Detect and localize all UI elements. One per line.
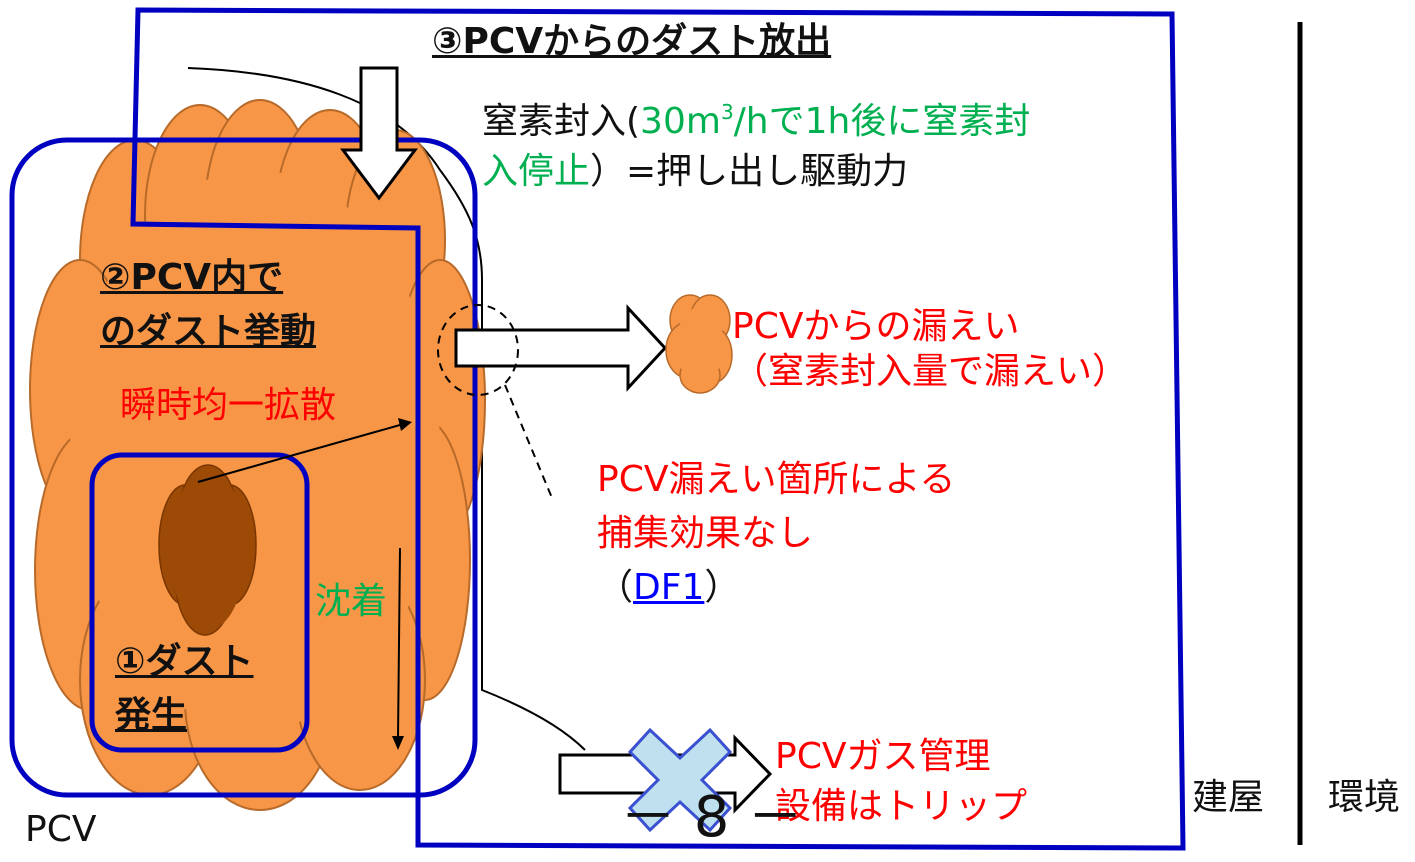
df1-link[interactable]: DF1: [633, 567, 705, 608]
stage2-title-line1: ②PCV内で: [100, 257, 284, 298]
stage3-box: [130, 7, 1186, 851]
diffusion-arrowhead: [398, 418, 412, 431]
pcv-label: PCV: [25, 809, 97, 850]
capture-label-line1: PCV漏えい箇所による: [597, 459, 956, 500]
nitrogen-text-line1: 窒素封入(30m3/hで1h後に窒素封: [482, 100, 1031, 142]
leak-point-circle: [437, 304, 519, 396]
gas-label-line1: PCVガス管理: [775, 736, 991, 777]
stage1-title-line1: ①ダスト: [115, 641, 254, 682]
deposition-label: 沈着: [315, 581, 388, 622]
page-number: － 8 －: [620, 785, 804, 850]
nitrogen-text-line2: 入停止）=押し出し駆動力: [482, 151, 909, 192]
stage1-title-line2: 発生: [115, 695, 188, 736]
stage2-title-line2: のダスト挙動: [100, 311, 317, 352]
stage1-box: [89, 452, 310, 753]
leak-arrow: [454, 304, 668, 392]
push-down-arrow: [340, 66, 418, 201]
deposition-arrowhead: [392, 736, 404, 750]
pcv-vessel-outline: [187, 67, 586, 751]
building-label: 建屋: [1192, 777, 1265, 818]
capture-label-line2: 捕集効果なし: [597, 513, 814, 554]
leak-label-line2: （窒素封入量で漏えい）: [732, 351, 1129, 392]
dust-cloud: [29, 99, 486, 811]
environment-label: 環境: [1328, 777, 1401, 818]
stage2-box: [9, 137, 478, 798]
trip-cross-icon: [627, 727, 733, 833]
gas-label-line2: 設備はトリップ: [775, 786, 1028, 827]
diffusion-label: 瞬時均一拡散: [120, 385, 337, 426]
stage3-title: ③PCVからのダスト放出: [432, 21, 832, 62]
leak-point-pointer: [504, 384, 553, 499]
leak-label-line1: PCVからの漏えい: [732, 306, 1020, 347]
capture-label-line3: （DF1）: [597, 567, 741, 608]
